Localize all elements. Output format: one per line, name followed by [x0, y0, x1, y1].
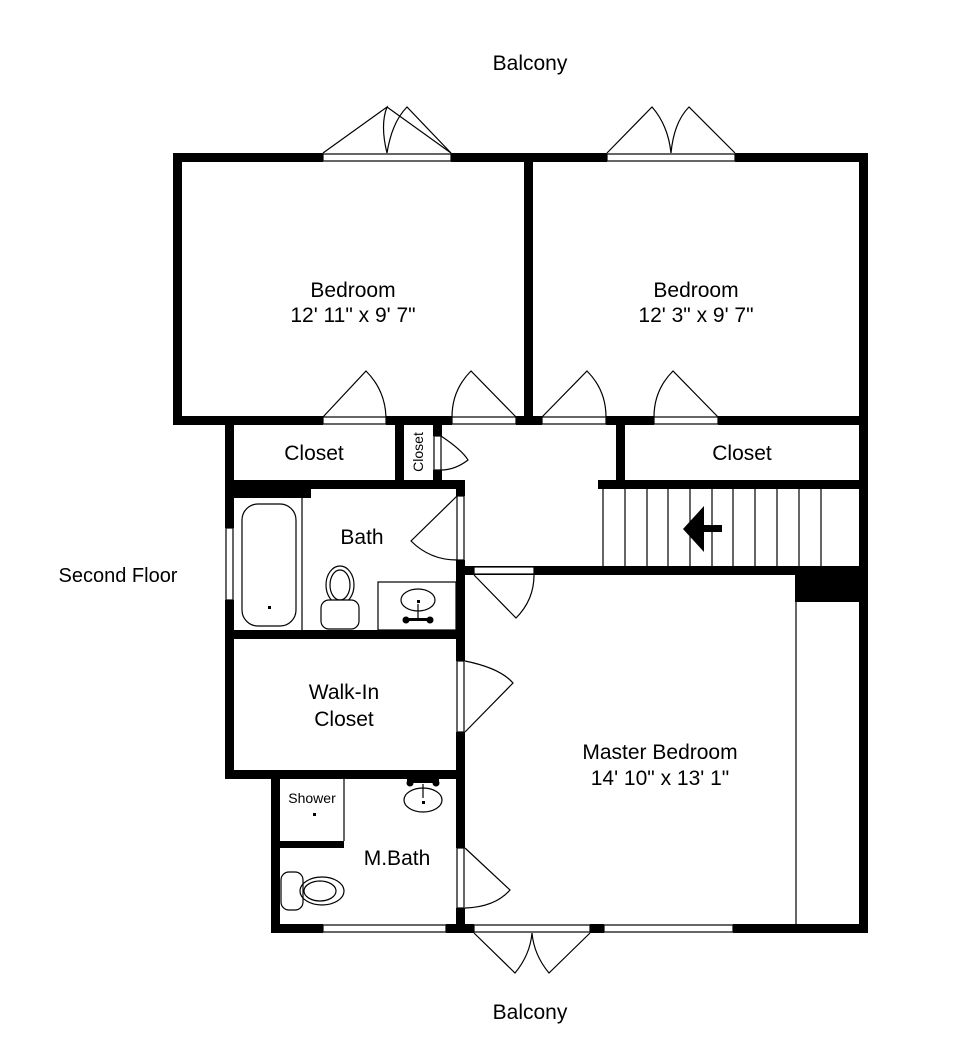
walls	[173, 153, 868, 933]
door-master-bath[interactable]	[456, 847, 511, 909]
door-bedroom-right-closet[interactable]	[653, 370, 719, 425]
svg-text:12' 11" x 9' 7": 12' 11" x 9' 7"	[290, 304, 415, 327]
balcony-top-label: Balcony	[493, 52, 568, 75]
room-closet-right: Closet	[712, 442, 772, 465]
room-closet-small: Closet	[410, 432, 426, 472]
room-bedroom-right: Bedroom 12' 3" x 9' 7"	[638, 279, 753, 327]
svg-text:12' 3" x 9' 7": 12' 3" x 9' 7"	[638, 304, 753, 327]
door-small-closet[interactable]	[433, 435, 469, 471]
svg-text:Bedroom: Bedroom	[653, 279, 738, 302]
door-bedroom-left-hall[interactable]	[451, 370, 517, 425]
balcony-door-top-right[interactable]	[606, 106, 736, 154]
svg-text:Walk-In: Walk-In	[309, 681, 379, 704]
door-bath[interactable]	[410, 495, 465, 561]
shower-icon: Shower	[288, 779, 345, 841]
room-closet-left: Closet	[284, 442, 344, 465]
svg-text:Bedroom: Bedroom	[310, 279, 395, 302]
door-walk-in-closet[interactable]	[456, 660, 514, 733]
svg-text:Closet: Closet	[314, 708, 374, 731]
bathtub-icon	[241, 503, 297, 627]
room-master-bath: M.Bath	[364, 847, 431, 870]
door-bedroom-right-hall[interactable]	[541, 370, 607, 425]
staircase	[602, 489, 822, 566]
room-bath: Bath	[340, 526, 383, 549]
sink-bath-icon	[377, 581, 457, 631]
svg-text:14' 10" x 13' 1": 14' 10" x 13' 1"	[591, 767, 730, 790]
stair-direction-arrow-icon	[683, 506, 722, 552]
toilet-bath-icon	[320, 565, 360, 630]
svg-text:Shower: Shower	[288, 790, 336, 806]
balcony-door-top-left[interactable]	[322, 105, 452, 154]
floor-label: Second Floor	[59, 565, 178, 587]
room-walk-in-closet: Walk-In Closet	[309, 681, 379, 731]
svg-text:Master Bedroom: Master Bedroom	[582, 741, 737, 764]
balcony-bottom-label: Balcony	[493, 1001, 568, 1024]
door-bedroom-left-closet[interactable]	[322, 370, 387, 425]
sink-master-bath-icon	[403, 779, 443, 813]
windows	[225, 153, 736, 933]
balcony-door-bottom[interactable]	[473, 932, 591, 974]
door-master-hall[interactable]	[473, 566, 535, 619]
toilet-master-bath-icon	[280, 871, 345, 911]
room-bedroom-left: Bedroom 12' 11" x 9' 7"	[290, 279, 415, 327]
room-master-bedroom: Master Bedroom 14' 10" x 13' 1"	[582, 741, 737, 790]
